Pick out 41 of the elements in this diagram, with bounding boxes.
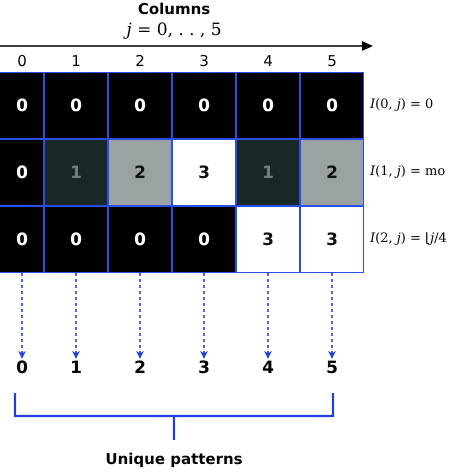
column-index: 2 xyxy=(135,52,145,70)
pattern-number: 2 xyxy=(128,358,152,378)
arrow xyxy=(200,273,208,359)
pattern-number: 4 xyxy=(256,358,280,378)
pattern-number: 0 xyxy=(10,358,34,378)
arrow xyxy=(18,273,26,359)
arrow xyxy=(264,273,272,359)
grid-cell: 1 xyxy=(236,139,300,206)
grid-cell: 0 xyxy=(44,206,108,273)
section-caption: Unique patterns xyxy=(105,450,243,468)
formula: I(2, j) = ⌊j/4 xyxy=(370,231,447,246)
formula: I(1, j) = mo xyxy=(370,164,446,179)
grid-cell: 0 xyxy=(0,72,44,139)
pattern-number: 3 xyxy=(192,358,216,378)
column-index: 4 xyxy=(263,52,273,70)
grid-cell: 0 xyxy=(172,206,236,273)
grid-cell: 0 xyxy=(44,72,108,139)
column-index: 3 xyxy=(199,52,209,70)
grid-cell: 0 xyxy=(172,72,236,139)
arrow xyxy=(136,273,144,359)
grid-cell: 0 xyxy=(0,139,44,206)
grid-cell: 1 xyxy=(44,139,108,206)
grid-cell: 3 xyxy=(172,139,236,206)
arrow xyxy=(72,273,80,359)
grid-cell: 3 xyxy=(300,206,364,273)
arrow xyxy=(328,273,336,359)
column-index: 0 xyxy=(17,52,27,70)
grid-cell: 0 xyxy=(0,206,44,273)
grid-cell: 0 xyxy=(300,72,364,139)
grid-cell: 0 xyxy=(108,206,172,273)
pattern-number: 5 xyxy=(320,358,344,378)
grid-cell: 0 xyxy=(236,72,300,139)
grid-cell: 3 xyxy=(236,206,300,273)
column-index: 5 xyxy=(327,52,337,70)
grid-cell: 0 xyxy=(108,72,172,139)
pattern-number: 1 xyxy=(64,358,88,378)
column-index: 1 xyxy=(71,52,81,70)
grid-cell: 2 xyxy=(300,139,364,206)
axis-title: Columns xyxy=(138,0,210,18)
grid-cell: 2 xyxy=(108,139,172,206)
formula: I(0, j) = 0 xyxy=(370,97,434,112)
